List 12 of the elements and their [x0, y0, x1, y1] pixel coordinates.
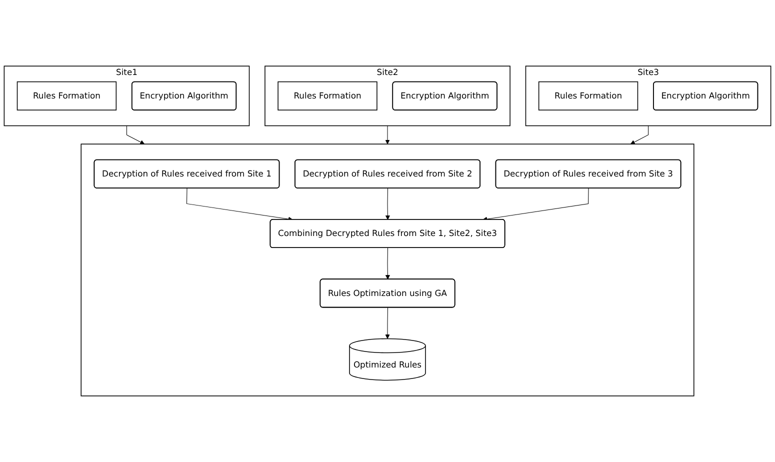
arrow	[385, 307, 390, 339]
arrow	[126, 125, 145, 144]
arrow	[385, 125, 390, 144]
arrow	[186, 188, 293, 222]
arrow	[385, 248, 390, 280]
node-box: Rules Formation	[278, 81, 378, 110]
node-box: Rules Formation	[538, 81, 638, 110]
node-box: Rules Formation	[16, 81, 117, 110]
arrow	[385, 188, 390, 220]
arrow	[630, 125, 649, 144]
arrow	[482, 188, 589, 222]
cluster	[80, 144, 694, 396]
